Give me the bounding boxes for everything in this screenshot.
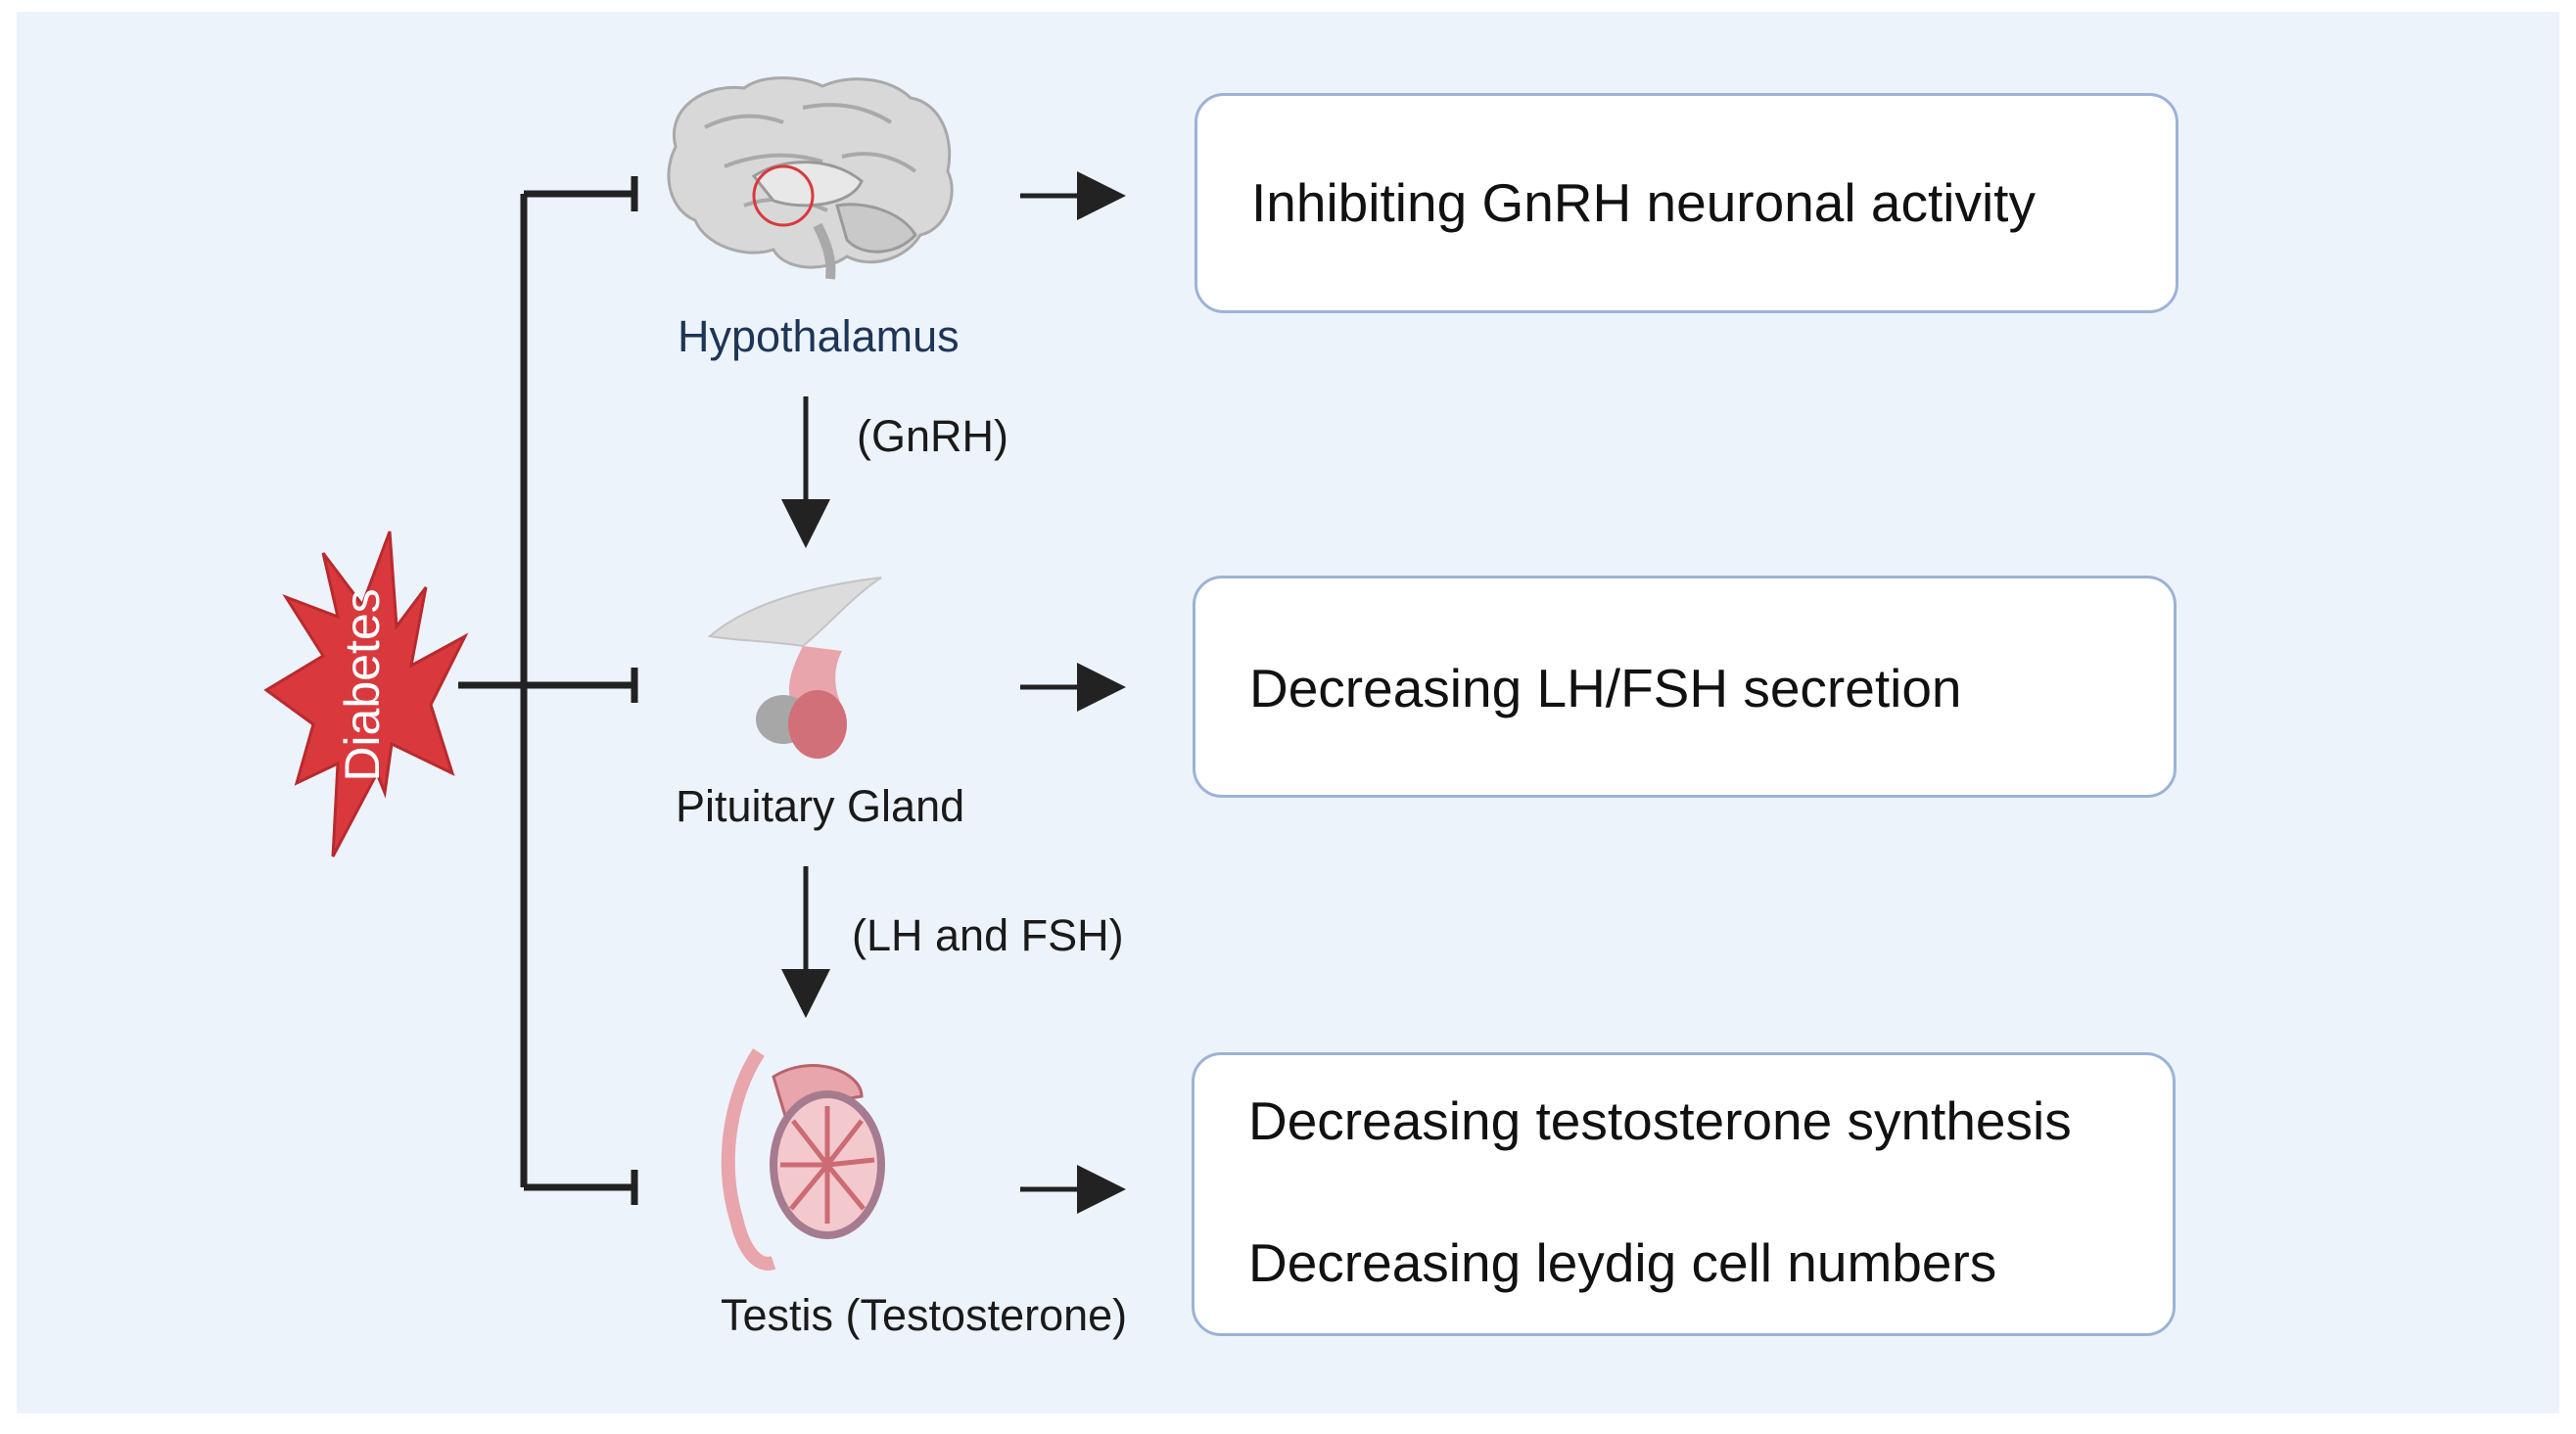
hypothalamus-label: Hypothalamus bbox=[678, 311, 960, 361]
diabetes-label: Diabetes bbox=[335, 588, 390, 782]
brain-icon bbox=[667, 76, 954, 280]
diabetes-burst-icon bbox=[263, 531, 469, 857]
lh-fsh-label: (LH and FSH) bbox=[852, 910, 1124, 960]
testis-icon bbox=[721, 1048, 885, 1271]
hypothalamus-effect-text: Inhibiting GnRH neuronal activity bbox=[1251, 172, 2036, 233]
pituitary-effect-text: Decreasing LH/FSH secretion bbox=[1249, 658, 1962, 718]
testis-effect-text-2: Decreasing leydig cell numbers bbox=[1248, 1232, 1997, 1293]
pituitary-effect-box: Decreasing LH/FSH secretion bbox=[1193, 576, 2177, 798]
testis-effect-box: Decreasing testosterone synthesis Decrea… bbox=[1192, 1052, 2176, 1336]
pituitary-gland-icon bbox=[707, 577, 882, 759]
pituitary-gland-label: Pituitary Gland bbox=[676, 781, 965, 831]
testis-label: Testis (Testosterone) bbox=[721, 1290, 1128, 1340]
inhibition-bracket bbox=[458, 176, 638, 1205]
hypothalamus-effect-box: Inhibiting GnRH neuronal activity bbox=[1194, 93, 2178, 313]
testis-effect-text-1: Decreasing testosterone synthesis bbox=[1248, 1090, 2072, 1151]
gnrh-label: (GnRH) bbox=[857, 411, 1008, 461]
